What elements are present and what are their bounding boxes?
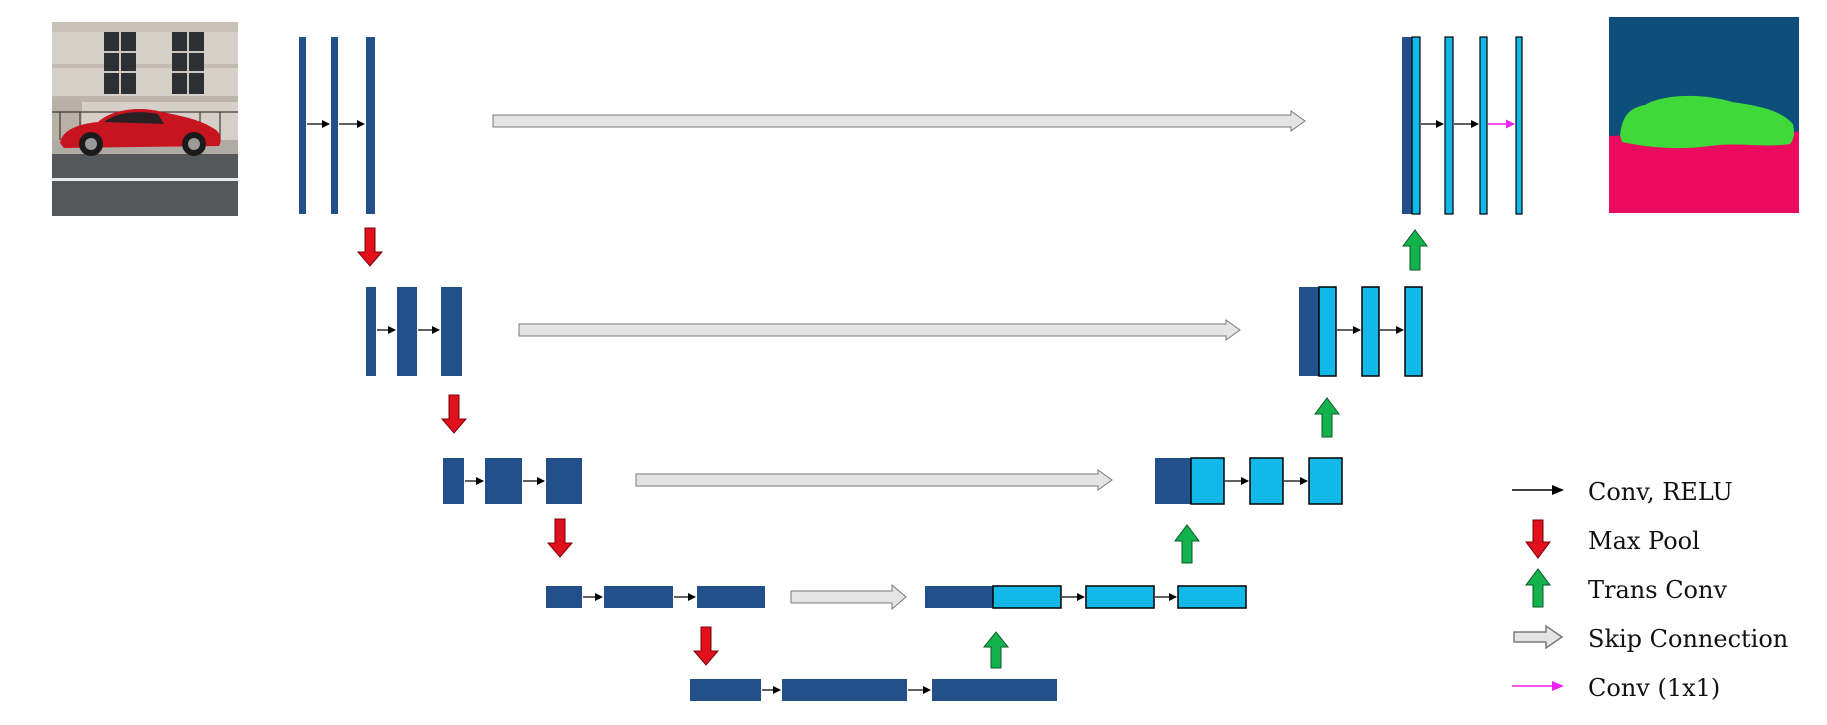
transconv-arrows [982,229,1428,669]
feature-map [546,458,582,504]
transconv-arrow [1402,229,1428,271]
skip-arrow-icon [1513,624,1564,650]
feature-map [366,287,376,376]
legend-label: Max Pool [1588,527,1700,555]
feature-map [331,37,338,214]
input-image [52,22,238,216]
legend-label: Conv (1x1) [1588,674,1721,702]
maxpool-arrow-icon [1525,519,1551,559]
output-mask [1609,17,1799,213]
decoder-level-1 [1299,286,1423,377]
decoder-level-0 [1402,36,1523,215]
feature-map [299,37,306,214]
feature-map [1411,36,1421,215]
legend-item: Conv (1x1) [1500,666,1820,715]
maxpool-arrow [692,626,720,666]
encoder-level-2 [443,458,582,504]
feature-map [1085,585,1155,609]
feature-map [485,458,522,504]
feature-map [1444,36,1454,215]
decoder-level-3 [925,585,1247,609]
copied-feature-map [1299,287,1319,376]
output-feature-map [1515,36,1523,215]
feature-map [1318,286,1337,377]
feature-map [1249,457,1284,505]
feature-map [1190,457,1225,505]
transconv-arrow [1174,524,1200,564]
skip-connection-arrow [635,469,1113,491]
skip-connection-arrow [790,583,907,611]
feature-map [1361,286,1380,377]
copied-feature-map [1155,458,1191,504]
conv-arrow-icon [1512,485,1564,495]
encoder-level-1 [366,287,462,376]
legend-item: Trans Conv [1500,568,1820,617]
transconv-arrow-icon [1525,568,1551,608]
maxpool-arrow [356,227,384,267]
skip-connection-arrow [518,319,1241,341]
feature-map [1479,36,1488,215]
skip-connection-arrow [492,110,1306,132]
maxpool-arrows [356,227,720,666]
feature-map [441,287,462,376]
encoder-level-0 [299,37,375,214]
legend-item: Conv, RELU [1500,470,1820,519]
feature-map [397,287,417,376]
feature-map [782,679,907,701]
legend-label: Trans Conv [1588,576,1728,604]
feature-map [697,586,765,608]
legend-label: Skip Connection [1588,625,1789,653]
legend-label: Conv, RELU [1588,478,1733,506]
feature-map [690,679,761,701]
skip-connections [492,110,1306,611]
copied-feature-map [1402,37,1412,214]
feature-map [1404,286,1423,377]
encoder-level-3 [546,586,765,608]
maxpool-arrow [546,518,574,558]
transconv-arrow [1314,397,1340,438]
conv1x1-arrow-icon [1512,681,1564,691]
decoder-level-2 [1155,457,1343,505]
feature-map [1177,585,1247,609]
feature-map [443,458,464,504]
feature-map [932,679,1057,701]
copied-feature-map [925,586,993,608]
maxpool-arrow [440,394,468,434]
legend-item: Max Pool [1500,519,1820,568]
feature-map [1308,457,1343,505]
transconv-arrow [982,631,1010,669]
legend-item: Skip Connection [1500,617,1820,666]
legend: Conv, RELU Max Pool Trans Conv Skip Conn… [1500,470,1820,715]
feature-map [546,586,582,608]
bottleneck [690,679,1057,701]
feature-map [366,37,375,214]
feature-map [992,585,1062,609]
feature-map [604,586,673,608]
